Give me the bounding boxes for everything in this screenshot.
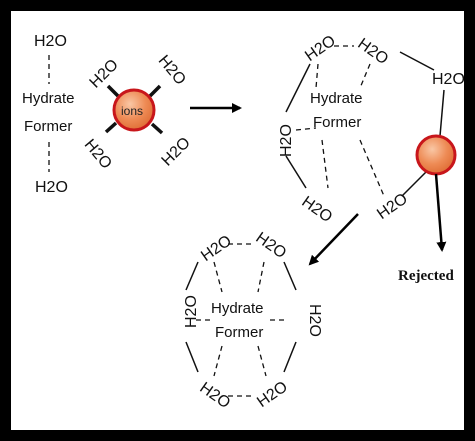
- water-molecule: H2O: [254, 378, 291, 411]
- diagram-canvas: H2O Hydrate Former H2O ions H2O H2O H2O …: [11, 11, 464, 430]
- hydrate-formation-diagram: H2O Hydrate Former H2O ions H2O H2O H2O …: [22, 32, 464, 412]
- water-molecule: H2O: [198, 232, 235, 265]
- hydrate-label: Hydrate: [211, 300, 264, 317]
- forming-cage-group: H2O H2O H2O H2O H2O H2O Hydrate Former R…: [278, 32, 464, 284]
- rejection-arrow: [434, 173, 447, 252]
- rejected-label: Rejected: [398, 268, 454, 284]
- water-molecule: H2O: [159, 134, 194, 169]
- water-molecule: H2O: [278, 124, 295, 157]
- water-molecule: H2O: [81, 136, 115, 172]
- free-hydrate-former-group: H2O Hydrate Former H2O: [22, 33, 75, 196]
- ion-sphere: [112, 88, 156, 132]
- former-label: Former: [24, 118, 72, 135]
- water-molecule: H2O: [302, 32, 339, 65]
- water-molecule: H2O: [87, 56, 122, 91]
- water-molecule: H2O: [306, 304, 323, 337]
- hydrate-label: Hydrate: [22, 90, 75, 107]
- water-molecule: H2O: [183, 295, 200, 328]
- water-molecule: H2O: [354, 35, 391, 68]
- water-molecule: H2O: [252, 229, 289, 262]
- water-molecule: H2O: [298, 193, 335, 226]
- water-molecule: H2O: [35, 179, 68, 196]
- hydrate-cage-group: H2O H2O H2O H2O H2O H2O Hydrate Former: [183, 229, 323, 412]
- former-label: Former: [215, 324, 263, 341]
- water-molecule: H2O: [34, 33, 67, 50]
- water-molecule: H2O: [155, 52, 189, 88]
- cage-formation-arrow: [308, 213, 359, 266]
- hydrate-label: Hydrate: [310, 90, 363, 107]
- former-label: Former: [313, 114, 361, 131]
- water-molecule: H2O: [374, 190, 411, 223]
- water-molecule: H2O: [432, 71, 464, 88]
- rejected-ion-sphere: [415, 134, 457, 176]
- hydrated-ion-group: ions H2O H2O H2O H2O: [81, 52, 194, 172]
- water-molecule: H2O: [196, 379, 233, 412]
- ions-label: ions: [121, 104, 143, 118]
